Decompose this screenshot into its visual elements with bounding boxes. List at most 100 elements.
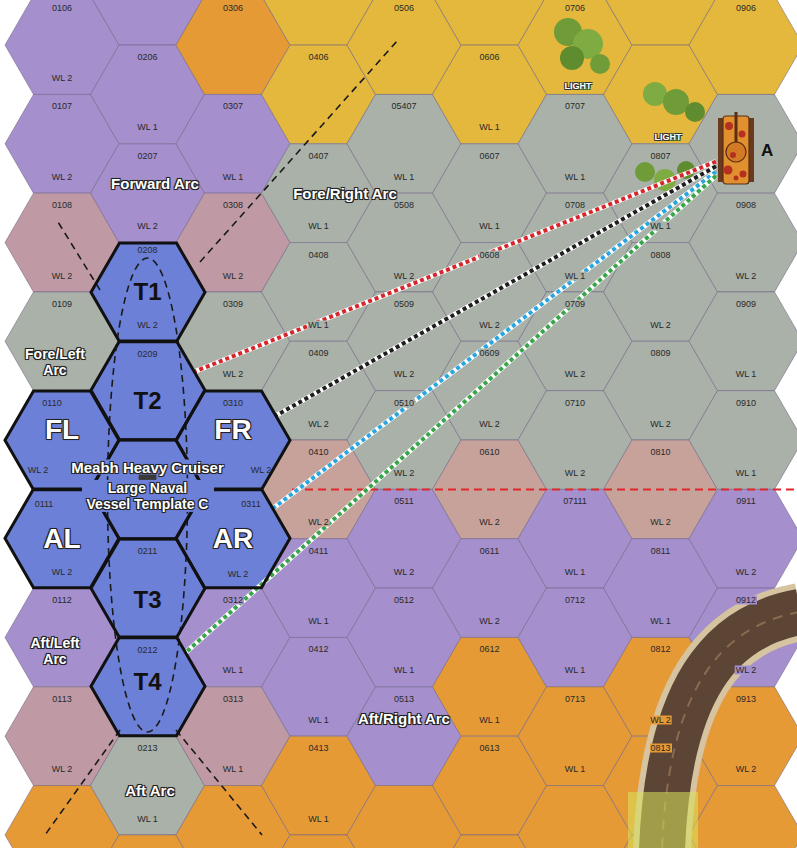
hex-number: 0109 <box>51 299 73 308</box>
woods <box>554 18 705 191</box>
water-level: WL 1 <box>307 814 330 823</box>
turret-label: T1 <box>133 280 161 304</box>
water-level: WL 1 <box>649 617 672 626</box>
hex-number: 0508 <box>393 201 415 210</box>
hex-outline <box>91 341 205 440</box>
hex-cell <box>689 391 797 490</box>
section-label: AR <box>213 525 253 553</box>
tank-icon <box>726 142 746 162</box>
hex-number: 07111 <box>562 497 588 506</box>
water-level: WL 1 <box>307 715 330 724</box>
arc-label: Aft/Left Arc <box>20 635 90 667</box>
tank-icon <box>724 166 733 175</box>
hex-number: 0807 <box>649 151 671 160</box>
template-hex: 0110FLWL 2 <box>5 391 119 490</box>
hex-number: 0113 <box>51 694 72 703</box>
line-of-sight <box>273 172 716 509</box>
hex-number: 0206 <box>136 53 158 62</box>
hex-number: 0707 <box>564 102 586 111</box>
tank-unit: A <box>716 112 773 188</box>
woods <box>590 54 610 74</box>
water-level: WL 2 <box>222 370 245 379</box>
hex-number: 0313 <box>222 694 244 703</box>
water-level: WL 1 <box>307 320 330 329</box>
hex-number: 0107 <box>51 102 73 111</box>
water-level: WL 1 <box>735 370 758 379</box>
hex-number: 0613 <box>478 744 500 753</box>
hex-number: 0607 <box>478 151 500 160</box>
hex-number: 0409 <box>307 349 329 358</box>
water-level: WL 1 <box>222 172 245 181</box>
arc-boundary <box>176 730 262 835</box>
line-of-sight <box>273 172 716 509</box>
tank-icon <box>734 176 739 181</box>
road <box>628 612 797 848</box>
hex-number: 0112 <box>51 596 72 605</box>
arc-label: Fore/Right Arc <box>293 186 397 201</box>
water-level: WL 2 <box>649 419 672 428</box>
hex-number: 0406 <box>307 53 329 62</box>
line-of-sight <box>276 166 716 415</box>
hex-number: 0111 <box>35 499 54 508</box>
template-hex: 0310FRWL 2 <box>176 391 290 490</box>
line-of-sight <box>273 172 716 509</box>
arc-label: Fore/Left Arc <box>18 346 93 378</box>
water-level: WL 1 <box>393 666 416 675</box>
water-level: WL 1 <box>136 814 159 823</box>
hex-number: 0208 <box>137 245 157 254</box>
water-level: WL 1 <box>564 567 587 576</box>
road <box>628 792 698 848</box>
water-level: WL 1 <box>478 123 501 132</box>
hex-number: 0813 <box>649 744 671 753</box>
tank-icon <box>735 112 738 144</box>
hex-cell <box>689 489 797 588</box>
arc-boundary <box>45 40 398 835</box>
section-label: FR <box>214 416 251 444</box>
hex-number: 0308 <box>222 201 244 210</box>
hex-number: 0413 <box>307 744 329 753</box>
water-level: WL 1 <box>564 172 587 181</box>
hex-number: 0209 <box>137 349 157 358</box>
arc-label: Aft Arc <box>125 783 174 798</box>
hex-number: 0713 <box>564 694 586 703</box>
water-level: WL 1 <box>393 172 416 181</box>
hex-cell <box>689 292 797 391</box>
hex-number: 0106 <box>51 3 73 12</box>
hex-number: 0709 <box>564 299 586 308</box>
water-level: WL 1 <box>735 469 758 478</box>
water-level: WL 1 <box>478 715 501 724</box>
hex-number: 0309 <box>222 299 244 308</box>
hex-number: 0712 <box>564 596 586 605</box>
hex-number: 0510 <box>393 398 415 407</box>
water-level: WL 2 <box>478 518 501 527</box>
hex-number: 0506 <box>393 3 415 12</box>
hex-number: 0710 <box>564 398 586 407</box>
hex-number: 0906 <box>735 3 757 12</box>
woods <box>635 162 655 182</box>
hex-number: 0213 <box>136 744 158 753</box>
water-level: WL 2 <box>649 715 672 724</box>
hex-number: 0708 <box>564 201 586 210</box>
template-hex: 0209T2 <box>91 341 205 440</box>
tank-icon <box>739 131 746 138</box>
woods <box>560 46 584 70</box>
hex-outline <box>91 637 205 736</box>
water-level: WL 2 <box>649 320 672 329</box>
water-level: WL 2 <box>478 320 501 329</box>
hex-number: 0410 <box>307 447 329 456</box>
water-level: WL 2 <box>307 419 330 428</box>
water-level: WL 2 <box>649 518 672 527</box>
hex-number: 0609 <box>478 349 500 358</box>
section-label: AL <box>43 525 80 553</box>
unit-label: A <box>761 142 773 159</box>
water-level: WL 2 <box>251 465 272 474</box>
water-level: WL 1 <box>307 222 330 231</box>
water-level: WL 2 <box>222 271 245 280</box>
water-level: WL 2 <box>393 567 416 576</box>
woods <box>685 102 705 122</box>
water-level: WL 1 <box>564 765 587 774</box>
hex-number: 0706 <box>564 3 586 12</box>
hex-number: 0207 <box>136 151 158 160</box>
arc-boundary <box>200 40 398 262</box>
